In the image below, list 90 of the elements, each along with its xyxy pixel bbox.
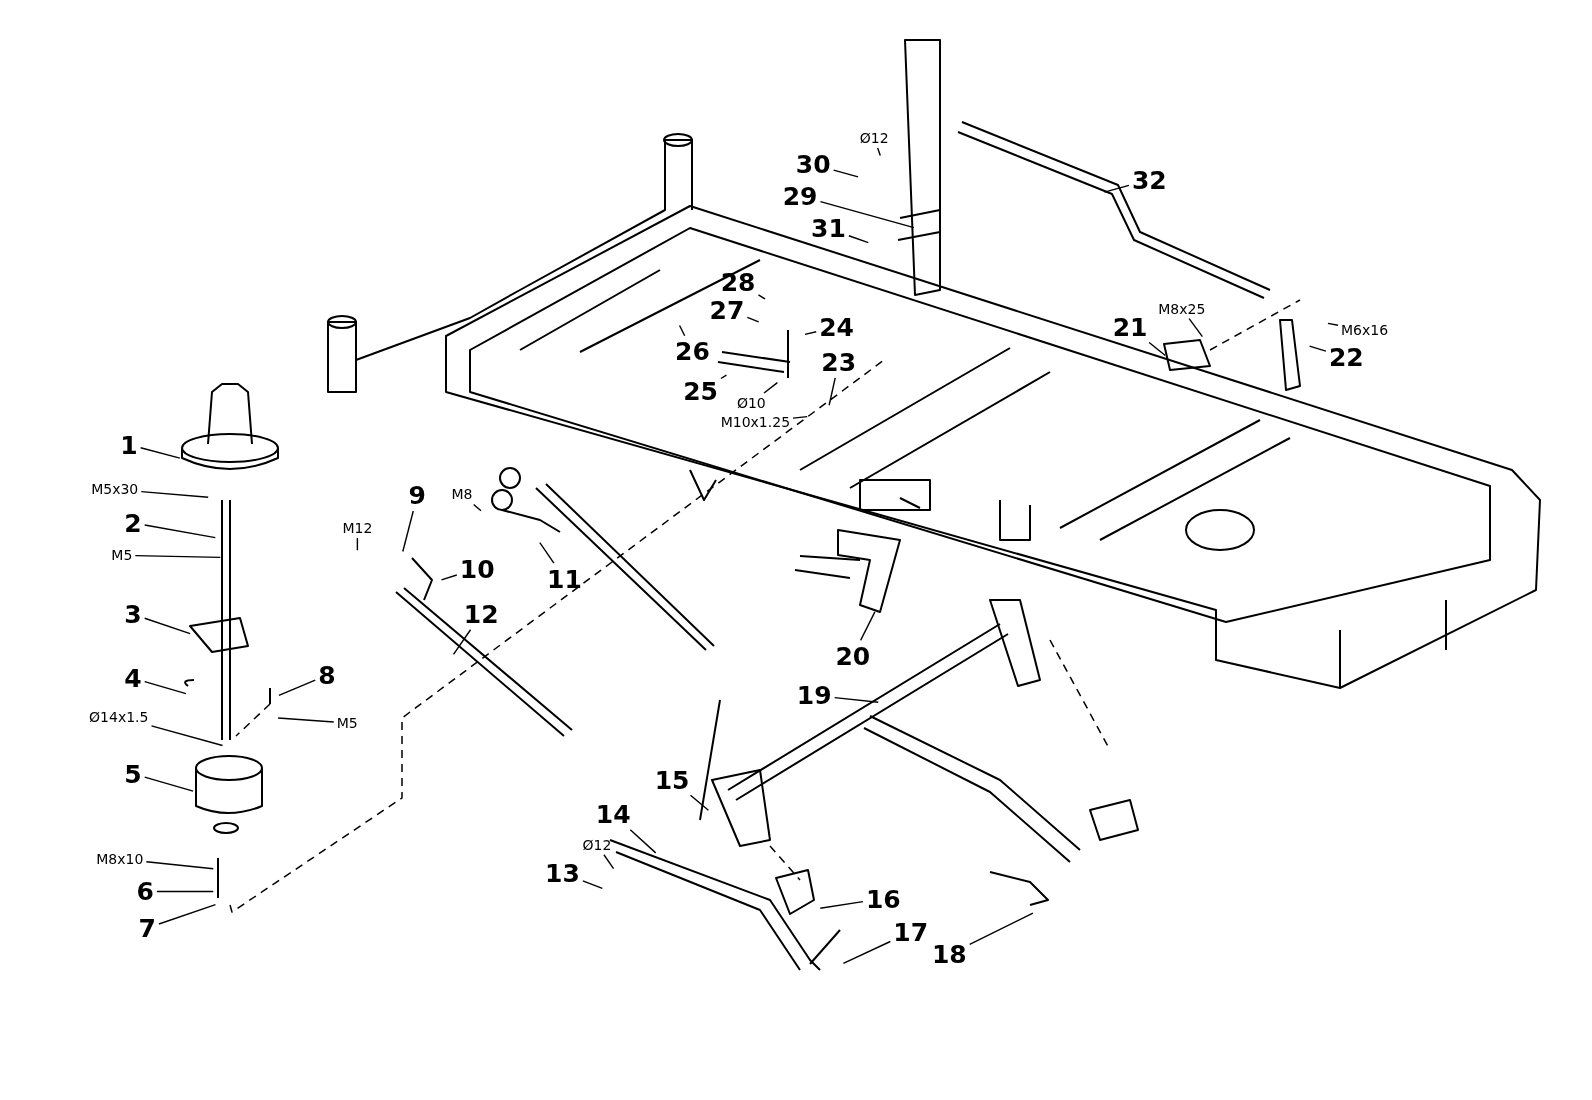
leader-line — [1148, 341, 1166, 357]
dimension-label: Ø12 — [582, 837, 612, 852]
leader-line — [859, 611, 876, 642]
leader-line — [828, 377, 836, 406]
dimension-label: M8x25 — [1158, 301, 1206, 316]
leader-line — [452, 629, 472, 656]
callout-number: 10 — [459, 556, 495, 582]
dimension-label: M5x30 — [91, 482, 139, 497]
leader-line — [603, 854, 615, 870]
dimension-label: M12 — [342, 520, 373, 535]
callout-number: 27 — [709, 297, 745, 323]
leader-line — [472, 503, 482, 512]
callout-number: 22 — [1328, 344, 1364, 370]
callout-number: 5 — [124, 761, 142, 787]
leader-line — [402, 510, 414, 553]
callout-number: 18 — [931, 941, 967, 967]
callout-number: 14 — [595, 801, 631, 827]
callout-number: 29 — [782, 183, 818, 209]
callout-number: 21 — [1112, 314, 1148, 340]
leader-line — [833, 696, 879, 703]
leader-line — [582, 880, 604, 890]
callout-number: 7 — [138, 915, 156, 941]
leader-line — [156, 890, 214, 893]
leader-line — [832, 169, 859, 178]
callout-number: 3 — [124, 601, 142, 627]
leader-line — [277, 717, 335, 723]
dimension-label: M5 — [336, 715, 358, 730]
leader-line — [1188, 317, 1204, 338]
callout-number: 8 — [318, 662, 336, 688]
leader-line — [134, 554, 222, 559]
callout-number: 28 — [720, 269, 756, 295]
callout-number: 12 — [463, 601, 499, 627]
leader-line — [629, 829, 657, 854]
leader-line — [720, 374, 728, 380]
leader-line — [1103, 184, 1130, 193]
callout-number: 24 — [819, 314, 854, 340]
leader-line — [144, 776, 194, 792]
callout-number: 13 — [545, 860, 580, 886]
dimension-label: M6x16 — [1341, 322, 1389, 337]
leader-line — [757, 294, 766, 300]
dimension-label: M10x1.25 — [720, 415, 791, 430]
callout-number: 9 — [408, 482, 426, 508]
callout-number: 20 — [835, 643, 871, 669]
dimension-label: M8x10 — [96, 851, 144, 866]
leader-line — [150, 725, 224, 747]
leader-line — [440, 574, 458, 581]
leader-line — [144, 680, 187, 695]
leader-line — [139, 447, 181, 459]
dimension-label: Ø12 — [859, 131, 889, 146]
dimension-label: Ø10 — [736, 396, 766, 411]
callout-number: 15 — [654, 767, 690, 793]
leader-line — [848, 235, 869, 244]
callout-number: 30 — [795, 151, 831, 177]
leader-line — [746, 316, 760, 323]
leader-line — [819, 900, 864, 909]
callout-number: 6 — [136, 878, 154, 904]
callout-number: 32 — [1131, 167, 1167, 193]
callout-number: 19 — [796, 683, 832, 708]
callout-number: 17 — [893, 919, 929, 945]
leader-line — [144, 524, 217, 539]
leader-line — [356, 537, 359, 552]
callout-number: 26 — [675, 338, 710, 364]
callout-number: 23 — [821, 349, 857, 375]
leader-line — [539, 541, 555, 564]
leader-line — [876, 147, 881, 157]
leader-line — [145, 861, 214, 870]
leader-line — [1327, 322, 1339, 326]
leader-line — [804, 331, 817, 336]
leader-line — [278, 679, 316, 697]
callout-number: 2 — [124, 510, 142, 536]
dimension-label: M8 — [451, 487, 473, 502]
callout-number: 25 — [683, 378, 718, 404]
leader-line — [792, 415, 808, 419]
callout-number: 11 — [547, 566, 582, 592]
leader-line — [158, 903, 217, 925]
leader-line — [763, 381, 779, 394]
leader-line — [689, 794, 710, 811]
leader-line — [1308, 345, 1327, 352]
callout-number: 4 — [124, 665, 142, 691]
leader-line — [819, 200, 915, 229]
leader-line — [140, 490, 209, 498]
leader-line — [969, 912, 1034, 945]
dimension-label: Ø14x1.5 — [89, 709, 149, 724]
leader-line — [842, 940, 892, 964]
leader-line — [144, 617, 191, 635]
dimension-label: M5 — [111, 548, 133, 563]
callout-number: 16 — [865, 886, 901, 912]
callout-number: 1 — [120, 432, 138, 458]
leader-line — [678, 324, 686, 337]
callout-number: 31 — [811, 215, 846, 241]
